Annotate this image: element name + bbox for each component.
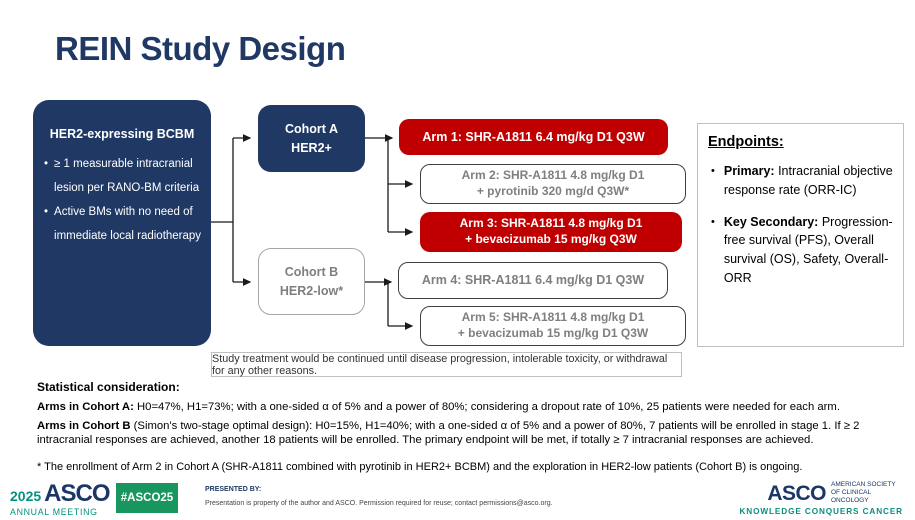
endpoint-primary-label: Primary: xyxy=(723,164,775,178)
meeting-subtitle: ANNUAL MEETING xyxy=(10,507,98,517)
statistics-cohort-b: Arms in Cohort B (Simon's two-stage opti… xyxy=(37,419,889,447)
statistics-cohort-a-text: H0=47%, H1=73%; with a one-sided α of 5%… xyxy=(133,401,840,413)
population-title: HER2-expressing BCBM xyxy=(49,127,195,141)
population-bullet: Active BMs with no need of immediate loc… xyxy=(42,200,202,248)
meeting-org: ASCO xyxy=(44,480,110,507)
arm-5-box: Arm 5: SHR-A1811 4.8 mg/kg D1 + bevacizu… xyxy=(420,306,686,346)
statistics-cohort-b-text: (Simon's two-stage optimal design): H0=1… xyxy=(37,420,860,447)
endpoint-secondary-value: Progression-free survival (PFS), Overall… xyxy=(723,214,893,285)
arm-3-box: Arm 3: SHR-A1811 4.8 mg/kg D1 + bevacizu… xyxy=(420,212,682,252)
population-bullet-text: Active BMs with no need of immediate loc… xyxy=(54,206,202,243)
population-box: HER2-expressing BCBM ≥ 1 measurable intr… xyxy=(33,100,211,346)
page-title: REIN Study Design xyxy=(55,30,346,67)
population-bullet: ≥ 1 measurable intracranial lesion per R… xyxy=(42,152,202,200)
asco-logo-wordmark: ASCO xyxy=(767,481,826,505)
arm-2-box: Arm 2: SHR-A1811 4.8 mg/kg D1 + pyrotini… xyxy=(420,164,686,204)
presented-by-block: PRESENTED BY: Presentation is property o… xyxy=(205,486,553,507)
population-bullet-text: ≥ 1 measurable intracranial lesion per R… xyxy=(54,158,200,195)
statistics-cohort-b-label: Arms in Cohort B xyxy=(37,420,131,433)
endpoint-primary-value: Intracranial objective response rate (OR… xyxy=(723,164,893,197)
endpoint-primary-text: Primary: Intracranial objective response… xyxy=(724,162,895,200)
cohort-a-box: Cohort A HER2+ xyxy=(258,105,365,172)
treatment-note-box: Study treatment would be continued until… xyxy=(211,352,682,377)
endpoints-heading: Endpoints: xyxy=(708,134,784,150)
endpoint-secondary: Key Secondary: Progression-free survival… xyxy=(708,213,895,288)
arm-4-box: Arm 4: SHR-A1811 6.4 mg/kg D1 Q3W xyxy=(398,262,668,299)
hashtag-badge: #ASCO25 xyxy=(116,483,178,513)
arm-1-box: Arm 1: SHR-A1811 6.4 mg/kg D1 Q3W xyxy=(399,119,668,155)
cohort-b-box: Cohort B HER2-low* xyxy=(258,248,365,315)
statistics-cohort-a: Arms in Cohort A: H0=47%, H1=73%; with a… xyxy=(37,400,889,414)
meeting-year: 2025 xyxy=(10,488,42,504)
statistics-cohort-a-label: Arms in Cohort A: xyxy=(37,401,134,413)
arm2-footnote: * The enrollment of Arm 2 in Cohort A (S… xyxy=(37,461,803,474)
statistics-heading: Statistical consideration: xyxy=(37,380,180,394)
asco-tagline: KNOWLEDGE CONQUERS CANCER xyxy=(739,507,903,517)
endpoint-secondary-label: Key Secondary: xyxy=(723,214,819,229)
permission-text: Presentation is property of the author a… xyxy=(205,500,553,507)
asco-logo-row: ASCO AMERICAN SOCIETY OF CLINICAL ONCOLO… xyxy=(739,481,903,505)
asco-logo: ASCO AMERICAN SOCIETY OF CLINICAL ONCOLO… xyxy=(739,481,903,517)
asco-society-text: AMERICAN SOCIETY OF CLINICAL ONCOLOGY xyxy=(831,481,896,505)
endpoint-primary: Primary: Intracranial objective response… xyxy=(708,162,895,200)
endpoints-box: Endpoints: Primary: Intracranial objecti… xyxy=(697,123,904,347)
statistics-section: Statistical consideration: Arms in Cohor… xyxy=(37,380,889,480)
presented-by-label: PRESENTED BY: xyxy=(205,486,262,493)
endpoint-secondary-text: Key Secondary: Progression-free survival… xyxy=(724,213,895,288)
